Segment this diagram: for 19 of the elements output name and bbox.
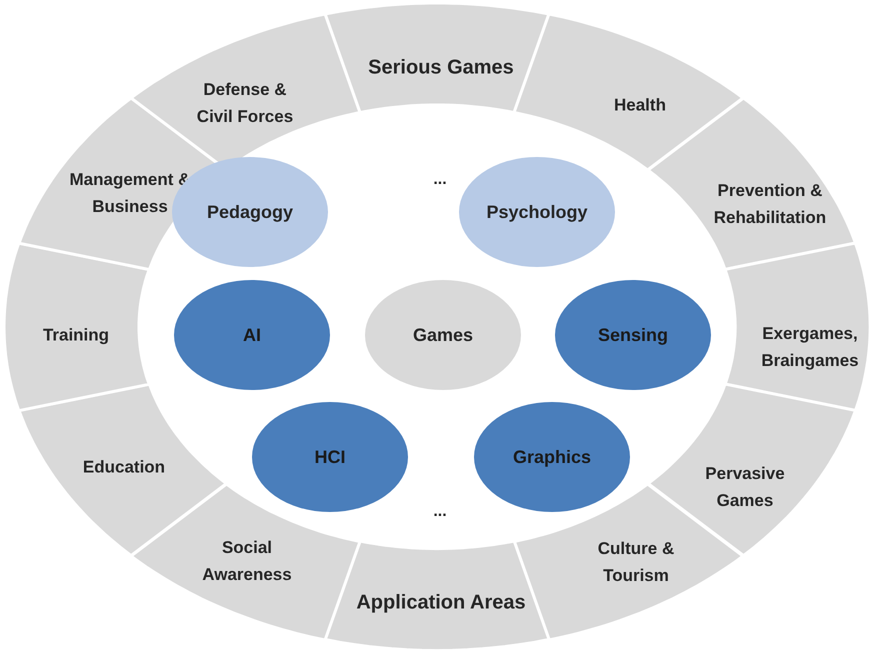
topic-ellipse: Games [365, 280, 521, 390]
segment-label: Exergames, Braingames [760, 322, 860, 372]
segment-label: Training [42, 324, 110, 346]
ellipsis-label: ... [433, 171, 447, 189]
topic-ellipse: Graphics [474, 402, 630, 512]
segment-label: Application Areas [355, 590, 527, 616]
segment-label: Prevention & Rehabilitation [712, 180, 828, 229]
segment-label: Social Awareness [201, 536, 293, 586]
segment-label: Culture & Tourism [596, 538, 676, 587]
segment-label: Defense & Civil Forces [196, 78, 294, 128]
segment-label: Serious Games [367, 56, 515, 80]
topic-ellipse: AI [174, 280, 330, 390]
segment-label: Pervasive Games [704, 462, 786, 512]
segment-label: Health [613, 94, 667, 116]
topic-ellipse: HCI [252, 402, 408, 512]
topic-ellipse: Sensing [555, 280, 711, 390]
ellipsis-label: ... [433, 503, 447, 521]
topic-ellipse: Psychology [459, 157, 615, 267]
segment-label: Education [82, 456, 166, 478]
